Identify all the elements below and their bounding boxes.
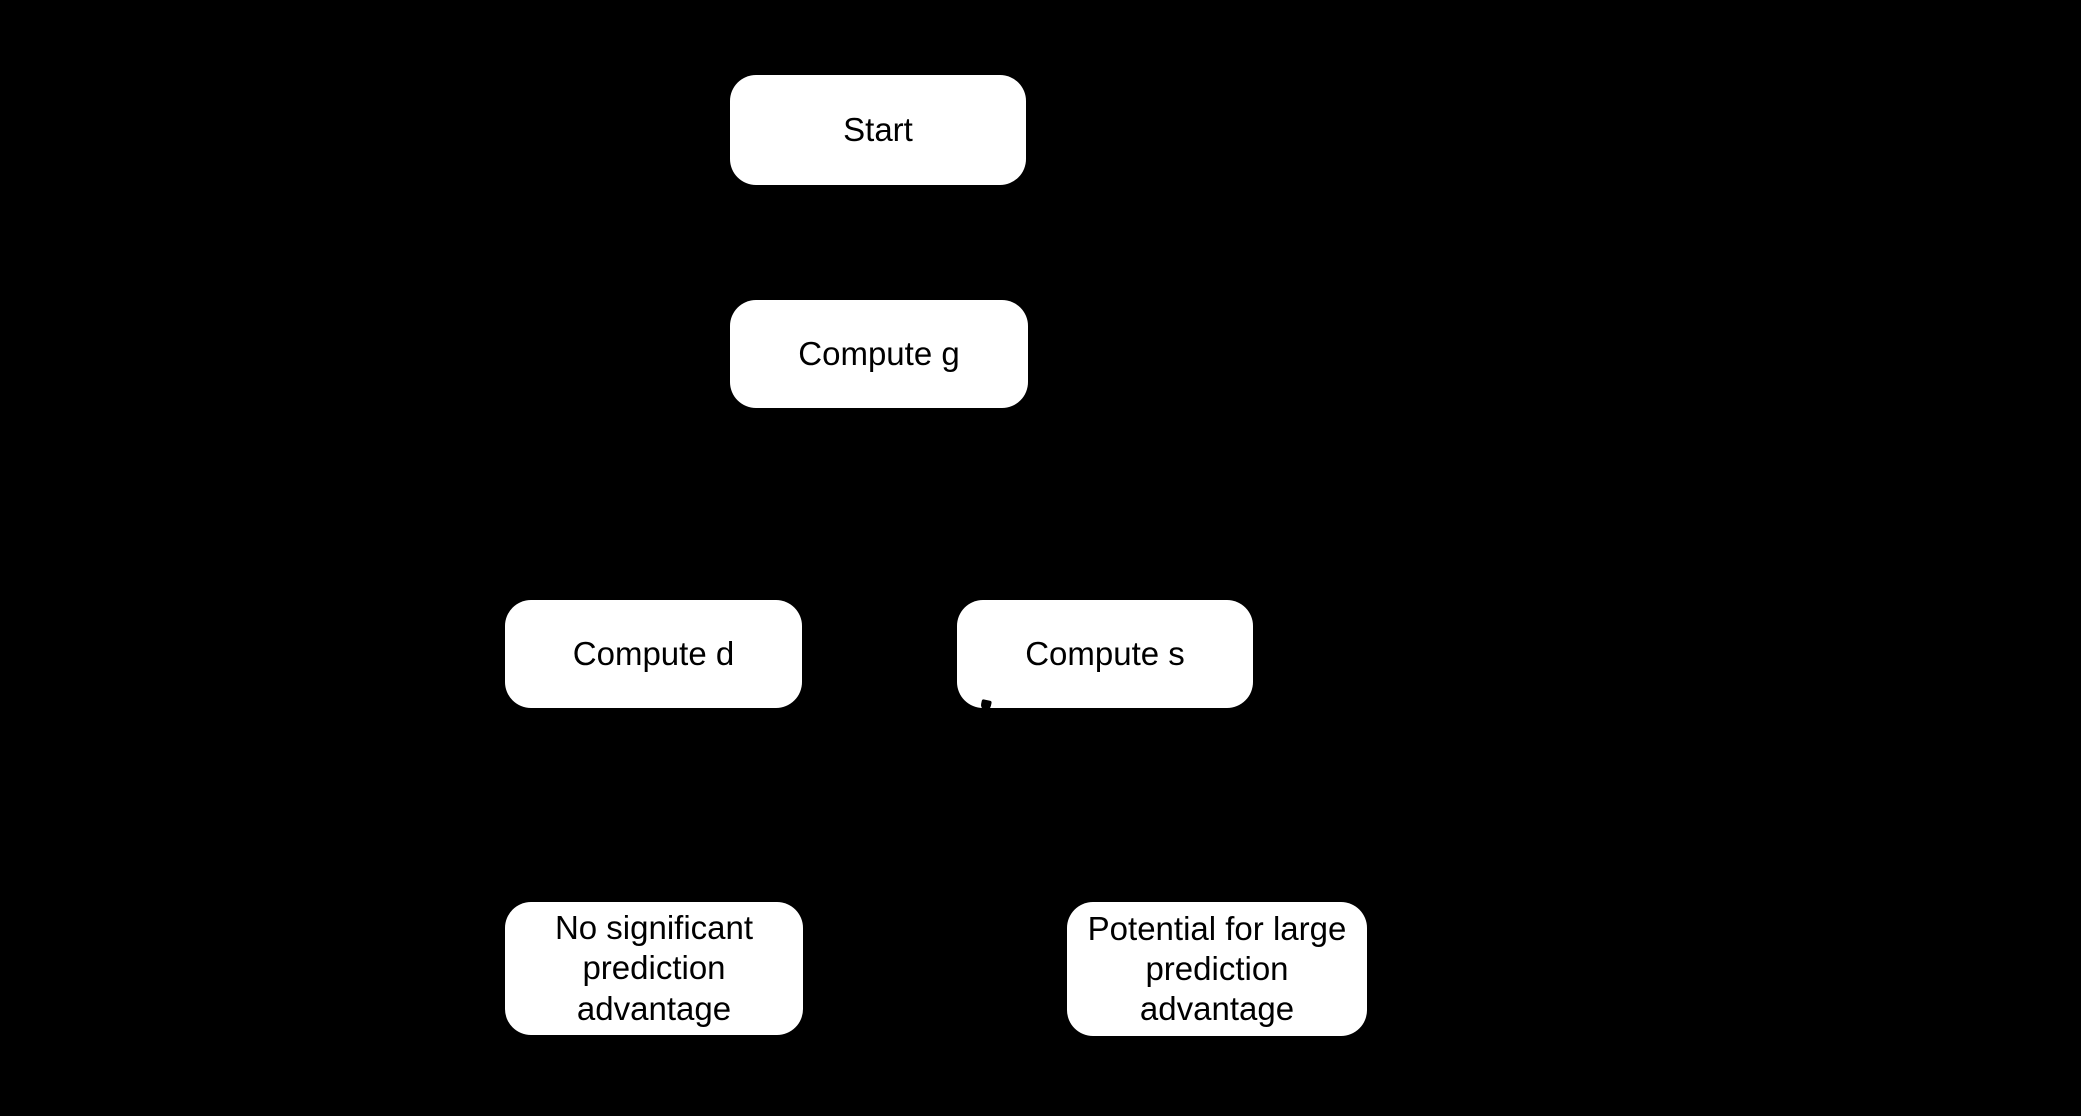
flow-node-compute-d-label: Compute d bbox=[572, 634, 735, 672]
flow-node-outcome-large-advantage: Potential for large prediction advantage bbox=[1067, 902, 1367, 1036]
flow-node-start: Start bbox=[730, 75, 1026, 185]
flow-node-compute-g: Compute g bbox=[730, 300, 1028, 408]
flow-node-outcome-no-advantage-label: No significant prediction advantage bbox=[554, 909, 754, 1027]
flow-node-outcome-large-advantage-label: Potential for large prediction advantage bbox=[1087, 909, 1347, 1028]
flow-node-compute-d: Compute d bbox=[505, 600, 802, 708]
flow-node-compute-g-label: Compute g bbox=[798, 334, 960, 372]
flow-node-outcome-no-advantage: No significant prediction advantage bbox=[505, 902, 803, 1035]
flow-node-compute-s: Compute s bbox=[957, 600, 1253, 708]
flow-node-compute-s-label: Compute s bbox=[1025, 634, 1185, 672]
flow-node-start-label: Start bbox=[843, 110, 913, 148]
edge-connector-artifact bbox=[980, 699, 992, 711]
